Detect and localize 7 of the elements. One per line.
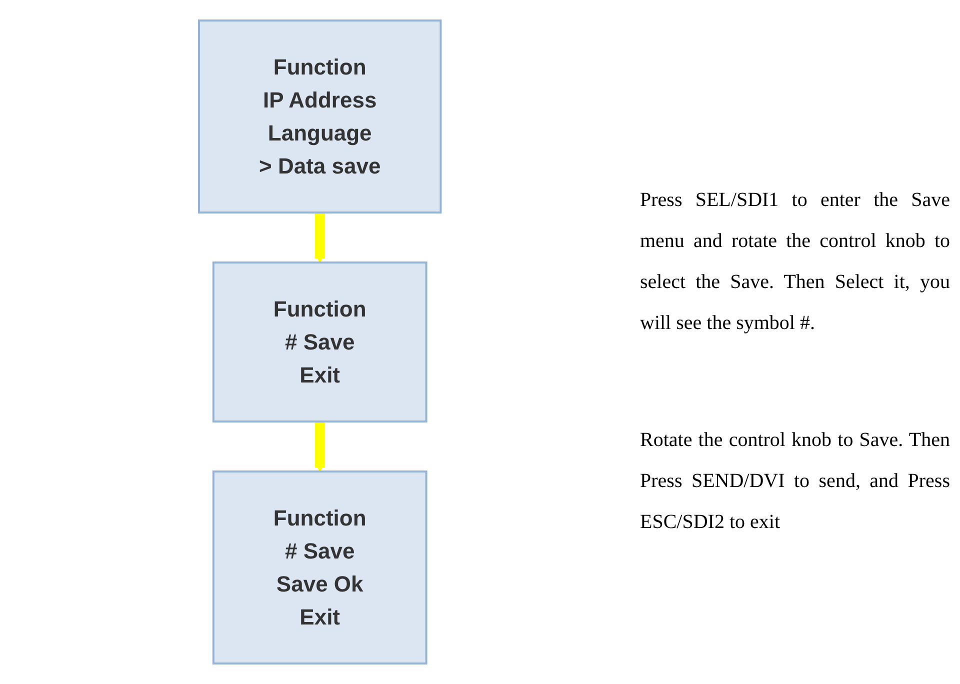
node-box: Function # Save Exit <box>212 262 428 422</box>
node-box: Function # Save Save Ok Exit <box>212 470 428 664</box>
node-box: Function IP Address Language > Data save <box>198 20 442 214</box>
instruction-text: Rotate the control knob to Save. Then Press SEND/DVI to send, and Press ESC/SDI2 to exit <box>640 428 950 535</box>
arrow <box>315 212 325 263</box>
instruction-text: Press SEL/SDI1 to enter the Save menu and rotate the control knob to select the Save. Then Select it, you will see the symbol #. <box>640 188 950 336</box>
arrow <box>315 420 325 472</box>
